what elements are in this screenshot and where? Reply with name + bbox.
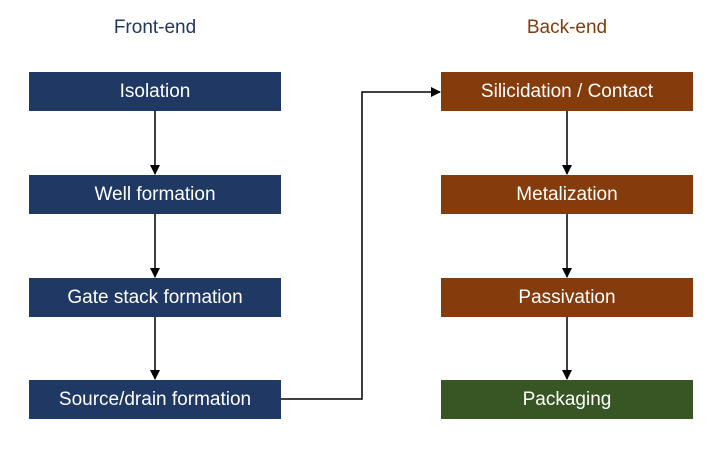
step-gate-stack-formation: Gate stack formation [29,278,281,317]
back-end-title: Back-end [526,17,608,38]
step-source-drain-formation: Source/drain formation [29,380,281,419]
step-passivation: Passivation [441,278,693,317]
step-isolation: Isolation [29,72,281,111]
step-metalization: Metalization [441,175,693,214]
step-well-formation: Well formation [29,175,281,214]
step-packaging: Packaging [441,380,693,419]
step-silicidation-contact: Silicidation / Contact [441,72,693,111]
arrow-source-drain-to-silicidation [281,87,441,400]
front-end-title: Front-end [113,17,197,38]
